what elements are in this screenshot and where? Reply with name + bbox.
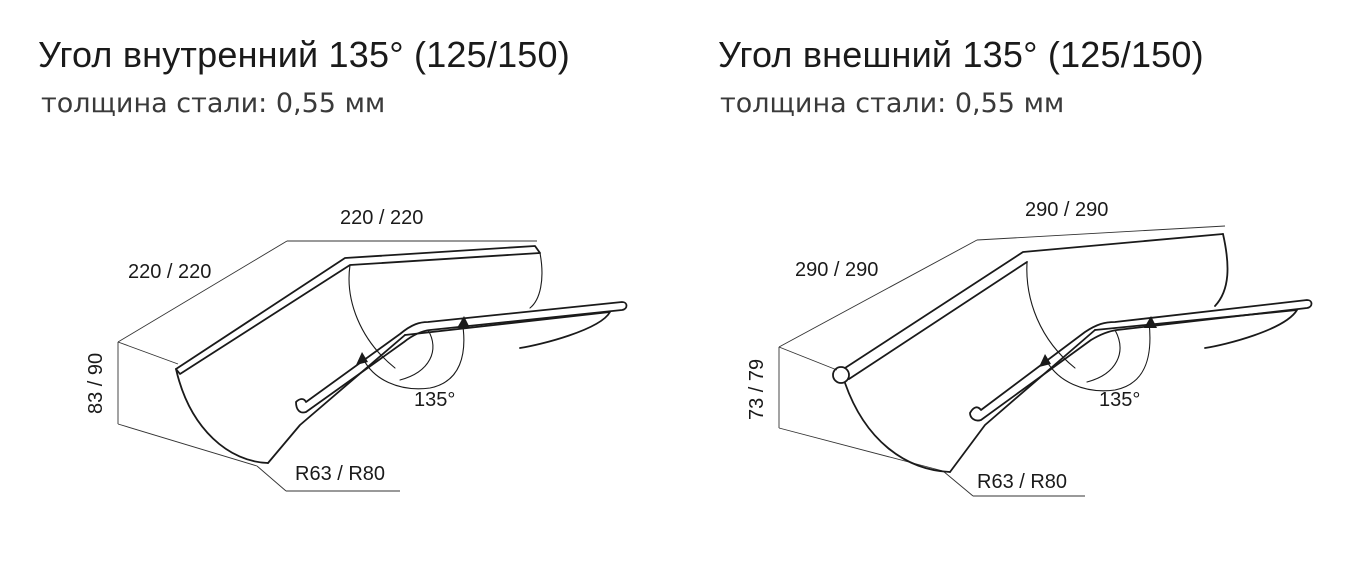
- inner-radius-label: R63 / R80: [295, 463, 385, 485]
- outer-gutter-shape: [832, 233, 1313, 473]
- inner-side-length-label: 220 / 220: [128, 261, 211, 283]
- outer-corner-drawing: 290 / 290 290 / 290 73 / 79 135° R63 / R…: [746, 199, 1313, 497]
- inner-top-length-label: 220 / 220: [340, 207, 423, 229]
- inner-corner-title: Угол внутренний 135° (125/150): [38, 34, 570, 75]
- inner-angle-arc: [356, 316, 470, 390]
- outer-height-label: 73 / 79: [746, 359, 768, 420]
- outer-angle-label: 135°: [1099, 389, 1140, 411]
- outer-corner-title: Угол внешний 135° (125/150): [718, 34, 1204, 75]
- outer-radius-label: R63 / R80: [977, 471, 1067, 493]
- inner-gutter-shape: [175, 245, 628, 464]
- inner-angle-label: 135°: [414, 389, 455, 411]
- inner-corner-thickness: толщина стали: 0,55 мм: [41, 88, 386, 119]
- inner-corner-panel: Угол внутренний 135° (125/150) толщина с…: [38, 34, 628, 492]
- outer-corner-thickness: толщина стали: 0,55 мм: [720, 88, 1065, 119]
- outer-top-length-label: 290 / 290: [1025, 199, 1108, 221]
- outer-corner-panel: Угол внешний 135° (125/150) толщина стал…: [685, 0, 1370, 588]
- inner-height-label: 83 / 90: [85, 353, 107, 414]
- inner-corner-drawing: 220 / 220 220 / 220 83 / 90 135° R63 / R…: [85, 207, 628, 492]
- outer-angle-arc: [1039, 316, 1157, 392]
- inner-dimension-lines: [117, 240, 537, 492]
- outer-side-length-label: 290 / 290: [795, 259, 878, 281]
